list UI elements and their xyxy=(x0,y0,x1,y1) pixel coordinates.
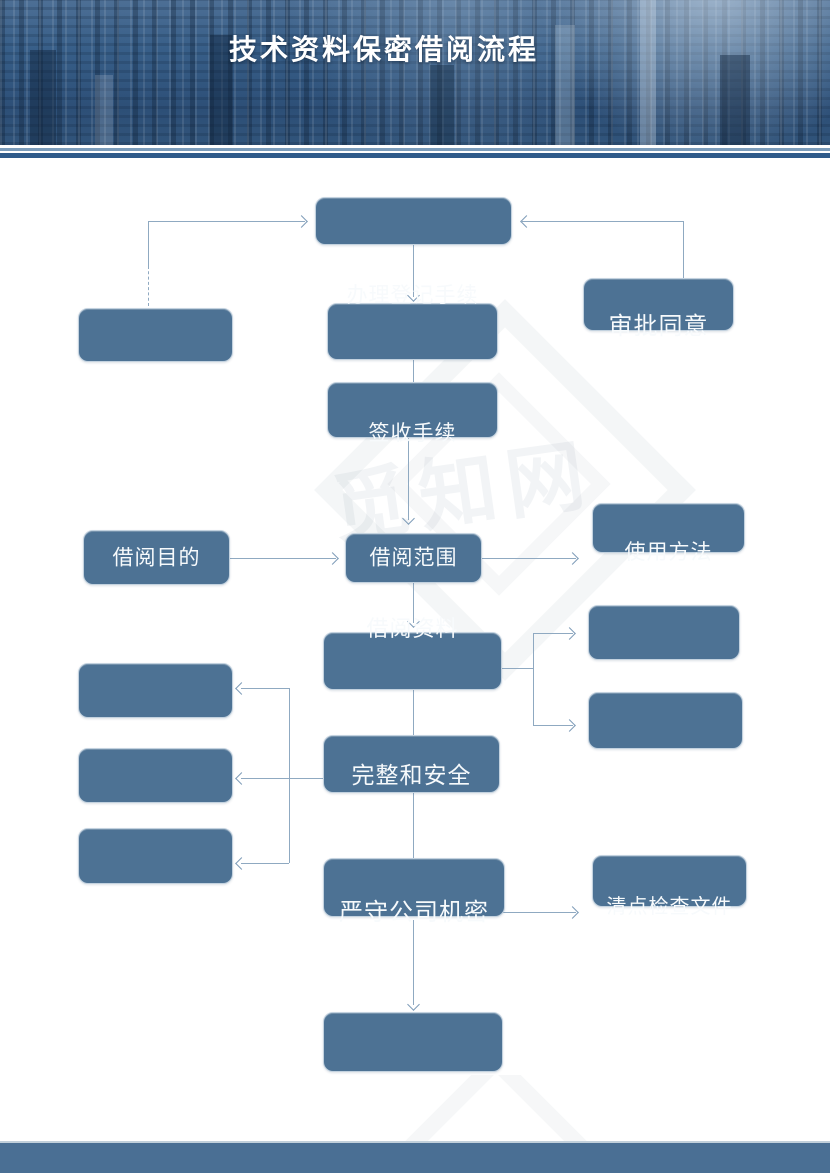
arrowhead xyxy=(520,215,533,228)
skyline-building xyxy=(30,50,56,145)
flow-box-materials: 借阅资料 xyxy=(323,616,502,690)
flow-box-label: 审批同意 xyxy=(608,312,709,340)
flow-box-label: 清点检查文件 xyxy=(606,896,733,918)
skyline-building xyxy=(640,0,656,145)
connector-line xyxy=(289,688,290,863)
arrowhead xyxy=(563,719,576,732)
header-divider-thin xyxy=(0,148,830,151)
connector-line xyxy=(533,633,534,725)
flow-box-integrity: 完整和安全 xyxy=(323,735,500,793)
arrowhead xyxy=(566,906,579,919)
flow-box-registration: 办理登记手续 xyxy=(327,284,498,360)
flow-box-label: 借阅目的 xyxy=(112,545,201,569)
connector-line xyxy=(522,221,683,222)
skyline-building xyxy=(555,25,575,145)
connector-line xyxy=(503,912,576,913)
connector-line xyxy=(413,245,414,297)
arrowhead xyxy=(235,857,248,870)
flow-box-label: 完整和安全 xyxy=(351,761,472,788)
page-title: 技术资料保密借阅流程 xyxy=(228,34,539,65)
flow-box-right-mid xyxy=(588,692,743,749)
arrowhead xyxy=(402,512,415,525)
skyline-building xyxy=(210,35,232,145)
connector-line-dashed xyxy=(148,266,149,306)
flow-box-purpose: 借阅目的 xyxy=(83,530,230,585)
connector-line xyxy=(533,633,573,634)
connector-line xyxy=(502,668,533,669)
footer-bar xyxy=(0,1141,830,1173)
flow-box-label: 严守公司机密 xyxy=(339,898,489,926)
flow-box-left-mid xyxy=(78,308,233,362)
connector-line xyxy=(413,360,414,382)
arrowhead xyxy=(235,772,248,785)
header-banner: 技术资料保密借阅流程 xyxy=(0,0,830,145)
flow-box-label: 借阅范围 xyxy=(369,546,458,570)
flow-box-apply xyxy=(315,197,512,245)
connector-line xyxy=(408,438,409,520)
connector-line xyxy=(148,221,149,266)
arrowhead xyxy=(235,682,248,695)
arrowhead xyxy=(295,215,308,228)
connector-line xyxy=(241,778,323,779)
flow-box-left-c xyxy=(78,828,233,884)
flow-box-final xyxy=(323,1012,503,1072)
connector-line xyxy=(241,688,289,689)
connector-line xyxy=(683,221,684,278)
arrowhead xyxy=(566,552,579,565)
arrowhead xyxy=(407,998,420,1011)
connector-line xyxy=(413,793,414,858)
flow-box-left-a xyxy=(78,663,233,718)
flow-box-label: 签收手续 xyxy=(368,421,457,445)
connector-line xyxy=(148,221,305,222)
flow-box-label: 办理登记手续 xyxy=(346,284,479,307)
flow-box-method: 使用方法 xyxy=(592,503,745,564)
skyline-building xyxy=(720,55,750,145)
flow-box-secrecy: 严守公司机密 xyxy=(323,858,505,926)
flow-box-approval: 审批同意 xyxy=(583,278,734,340)
connector-line xyxy=(533,725,573,726)
flow-box-right-top xyxy=(588,605,740,660)
flow-box-sign: 签收手续 xyxy=(327,382,498,445)
flow-box-label: 使用方法 xyxy=(624,540,713,564)
connector-line xyxy=(241,863,289,864)
flow-box-left-b xyxy=(78,748,233,803)
flow-box-check: 清点检查文件 xyxy=(592,855,747,918)
connector-line xyxy=(413,583,414,623)
connector-line xyxy=(413,920,414,1005)
flow-box-label: 借阅资料 xyxy=(366,616,459,641)
connector-line xyxy=(230,558,336,559)
skyline-building xyxy=(95,75,113,145)
connector-line xyxy=(413,690,414,735)
header-divider-thick xyxy=(0,153,830,158)
connector-line xyxy=(482,558,576,559)
arrowhead xyxy=(563,627,576,640)
skyline-building xyxy=(430,65,454,145)
arrowhead xyxy=(326,552,339,565)
flow-box-scope: 借阅范围 xyxy=(345,533,482,583)
